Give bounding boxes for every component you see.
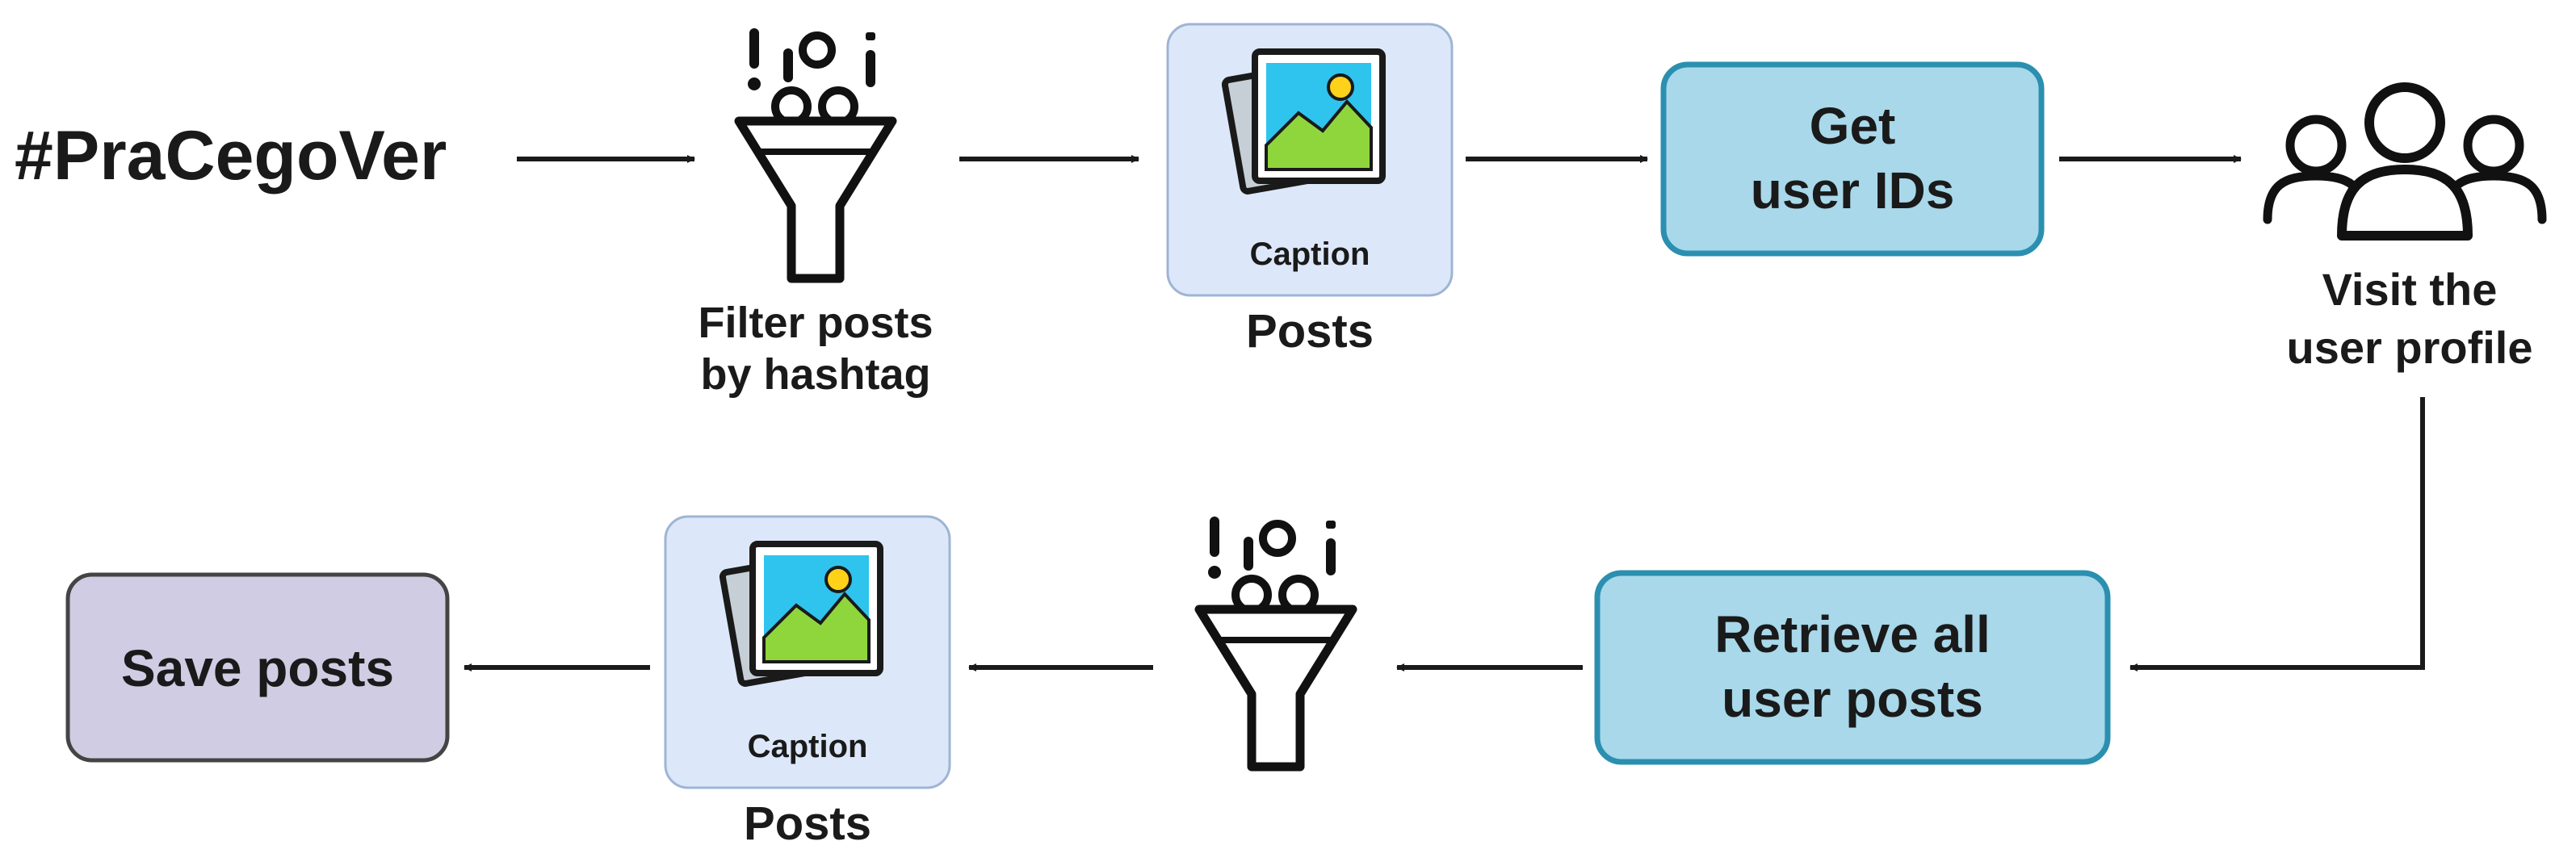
get-ids-box: Get user IDs [1660, 61, 2045, 257]
posts-card-bottom-caption: Caption [748, 729, 868, 764]
funnel-icon [1199, 517, 1353, 767]
posts-card-top: Caption [1166, 23, 1454, 297]
retrieve-box: Retrieve all user posts [1594, 570, 2111, 765]
posts-top-label: Posts [1246, 305, 1374, 358]
save-posts-box: Save posts [65, 572, 450, 763]
get-ids-line1: Get [1810, 97, 1896, 155]
get-ids-line2: user IDs [1751, 161, 1955, 220]
posts-card-top-caption: Caption [1250, 236, 1370, 272]
filter-top-label-line1: Filter posts [698, 299, 933, 347]
users-icon [2268, 87, 2542, 236]
retrieve-line2: user posts [1722, 670, 1983, 728]
posts-card-bottom: Caption [664, 515, 951, 789]
save-posts-label: Save posts [121, 639, 394, 697]
funnel-icon [739, 28, 892, 278]
posts-bottom-label: Posts [744, 797, 871, 850]
retrieve-line1: Retrieve all [1714, 605, 1991, 663]
users-label-line1: Visit the [2322, 264, 2498, 315]
connector-users-to-retrieve [2129, 397, 2425, 671]
hashtag-label: #PraCegoVer [15, 117, 447, 195]
filter-top-label-line2: by hashtag [700, 350, 930, 399]
users-label-line2: user profile [2287, 322, 2533, 373]
